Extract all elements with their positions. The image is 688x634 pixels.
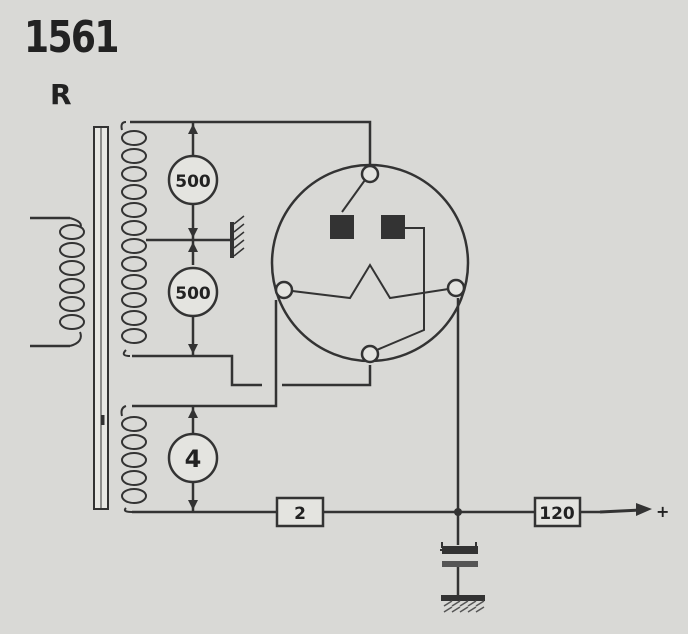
transformer-core — [93, 126, 109, 510]
primary-coil — [30, 216, 85, 348]
meter-500-mid: 500 — [167, 266, 219, 318]
secondary-hv-coil — [120, 121, 147, 357]
meter-4-label: 4 — [185, 445, 202, 473]
model-suffix: R — [50, 78, 72, 111]
meter-500-top-label: 500 — [175, 172, 211, 192]
resistor-120-label: 120 — [539, 504, 575, 524]
capacitor — [440, 542, 478, 595]
resistor-2: 2 — [275, 496, 325, 528]
filament-coil — [120, 405, 147, 513]
meter-4: 4 — [167, 432, 219, 484]
output-arrow: + — [599, 502, 669, 521]
junction-dot — [454, 508, 462, 516]
meter-500-top: 500 — [167, 154, 219, 206]
meter-500-mid-label: 500 — [175, 284, 211, 304]
ground-symbol-top — [230, 215, 245, 258]
model-number: 1561 — [24, 12, 120, 63]
resistor-120: 120 — [533, 496, 582, 528]
ground-symbol-bottom — [441, 595, 485, 613]
meter-arrows — [188, 124, 198, 510]
resistor-2-label: 2 — [294, 504, 306, 524]
plus-terminal: + — [656, 502, 669, 521]
rectifier-tube — [270, 163, 470, 364]
